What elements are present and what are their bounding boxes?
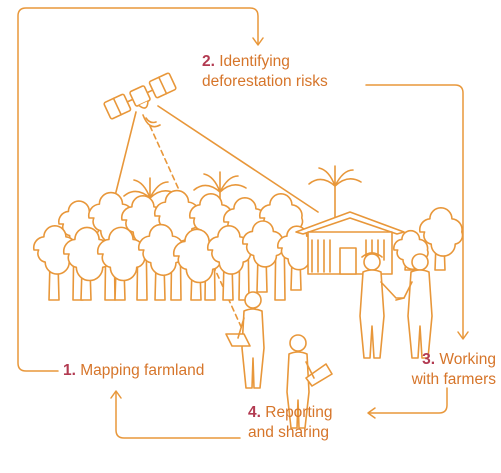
- deciduous-tree-icon: [206, 225, 252, 301]
- step-2-number: 2.: [202, 53, 215, 70]
- deciduous-tree-icon: [241, 220, 285, 293]
- forest: [32, 189, 464, 301]
- step-1-number: 1.: [63, 362, 76, 379]
- arrow-2-to-3: [365, 84, 464, 339]
- step-3-number: 3.: [422, 351, 436, 368]
- signal-icon: [142, 114, 161, 128]
- step-2-text-line1: Identifying: [219, 53, 290, 70]
- deciduous-tree-icon: [96, 226, 146, 301]
- step-4-text-line2: and sharing: [248, 424, 330, 441]
- arrow-4-to-1: [115, 391, 241, 439]
- step-1-text: Mapping farmland: [80, 362, 205, 379]
- arrow-1-to-2: [17, 7, 259, 372]
- person-with-laptop-icon: [225, 291, 265, 389]
- farm-house-icon: [295, 211, 405, 275]
- deciduous-tree-icon: [418, 207, 464, 271]
- step-3-text-line2: with farmers: [411, 371, 496, 388]
- handshake-icon: [359, 252, 433, 359]
- step-3-text-line1: Working: [439, 351, 496, 368]
- cycle-arrows: [17, 7, 469, 439]
- step-4-text-line1: Reporting: [265, 404, 333, 421]
- satellite-icon: [103, 72, 177, 120]
- arrow-3-to-4: [368, 387, 448, 414]
- person-with-laptop-icon: [286, 334, 333, 429]
- step-1-label: 1. Mapping farmland: [63, 361, 204, 381]
- step-4-label: 4. Reporting and sharing: [248, 403, 332, 443]
- step-2-label: 2. Identifying deforestation risks: [202, 52, 328, 92]
- step-3-label: 3. Working with farmers: [412, 350, 496, 390]
- deciduous-tree-icon: [32, 225, 78, 301]
- step-4-number: 4.: [248, 404, 261, 421]
- step-2-text-line2: deforestation risks: [202, 73, 328, 90]
